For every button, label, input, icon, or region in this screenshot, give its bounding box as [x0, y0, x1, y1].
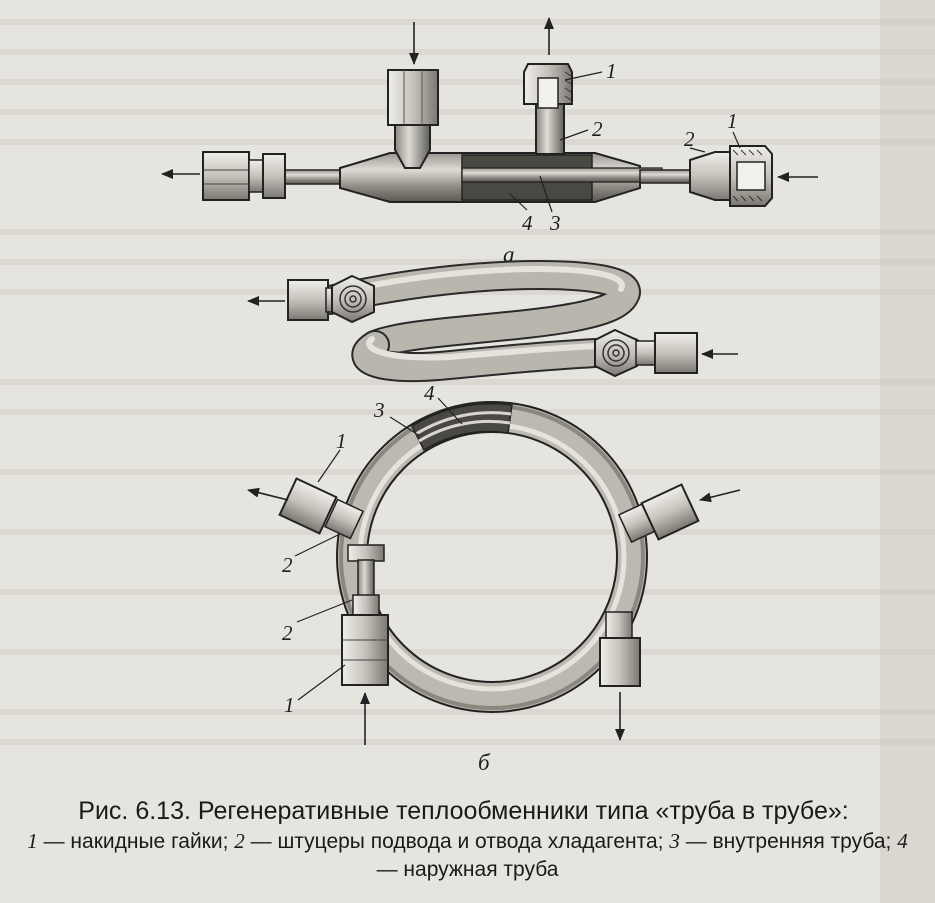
- b-callout-2-lower: 2: [282, 621, 293, 645]
- b-arrow-left-out: [247, 487, 289, 501]
- a-top-fitting-stem: [535, 103, 565, 155]
- legend-item-1: 1 — накидные гайки;: [27, 829, 235, 853]
- caption-legend: 1 — накидные гайки; 2 — штуцеры подвода …: [0, 827, 935, 884]
- caption-title: Рис. 6.13. Регенеративные теплообменники…: [78, 797, 849, 825]
- b-cut-section: [411, 402, 513, 452]
- sub-label-a: а: [503, 242, 515, 267]
- legend-num-4: 4: [897, 829, 908, 853]
- legend-num-1: 1: [27, 829, 38, 853]
- legend-text-2: — штуцеры подвода и отвода хладагента;: [244, 830, 670, 853]
- legend-num-2: 2: [234, 829, 245, 853]
- a-callout-4: 4: [522, 211, 533, 235]
- diagram-a: 1 2 2 1 4 3 а: [161, 17, 818, 267]
- b-callout-1-lower: 1: [284, 693, 295, 717]
- diagram-coil: [247, 260, 738, 382]
- a-inner-tube-right: [639, 169, 691, 184]
- legend-item-3: 3 — внутренняя труба;: [669, 829, 898, 853]
- a-left-hex: [262, 153, 286, 199]
- legend-text-4: — наружная труба: [376, 858, 559, 881]
- legend-item-4: 4 — наружная труба: [376, 829, 908, 881]
- b-lower-right-nut: [599, 637, 641, 687]
- a-right-fitting: [689, 151, 731, 201]
- sub-label-b: б: [478, 750, 491, 775]
- diagram-b: 3 4 1 2 2 1 б: [247, 381, 741, 775]
- legend-num-3: 3: [669, 829, 680, 853]
- b-arrow-right-in: [699, 489, 741, 503]
- coil-left-nut: [287, 279, 329, 321]
- legend-item-2: 2 — штуцеры подвода и отвода хладагента;: [234, 829, 670, 853]
- b-left-fitting-body: [323, 498, 365, 540]
- b-left-nut: [278, 477, 338, 535]
- b-right-nut: [640, 483, 700, 541]
- a-callout-2-right: 2: [684, 127, 695, 151]
- b-callout-3: 3: [373, 398, 385, 422]
- a-left-fitting-body: [248, 159, 264, 193]
- legend-text-3: — внутренняя труба;: [679, 830, 898, 853]
- b-callout-2-upper: 2: [282, 553, 293, 577]
- a-callout-1-top: 1: [606, 59, 617, 83]
- coil-right-nut: [654, 332, 698, 374]
- b-lower-left-nut: [341, 614, 389, 686]
- a-callout-2-top: 2: [592, 117, 603, 141]
- a-callout-3: 3: [549, 211, 561, 235]
- b-callout-1-upper: 1: [336, 429, 347, 453]
- b-lower-right-body: [605, 611, 633, 639]
- coil-left-hex-end: [331, 274, 375, 324]
- coil-right-hex-end: [594, 328, 638, 378]
- a-left-tee: [394, 119, 431, 169]
- figure-caption: Рис. 6.13. Регенеративные теплообменники…: [0, 795, 935, 884]
- a-left-nut: [202, 151, 250, 201]
- heat-exchanger-figure: 1 2 2 1 4 3 а: [161, 17, 818, 775]
- a-callout-1-right: 1: [727, 109, 738, 133]
- a-top-nut-left: [387, 69, 439, 126]
- b-callout-4: 4: [424, 381, 435, 405]
- a-inner-tube-visible: [461, 167, 663, 183]
- b-lower-left-collar: [347, 544, 385, 562]
- legend-text-1: — накидные гайки;: [37, 830, 235, 853]
- b-ring-tube: [338, 403, 646, 711]
